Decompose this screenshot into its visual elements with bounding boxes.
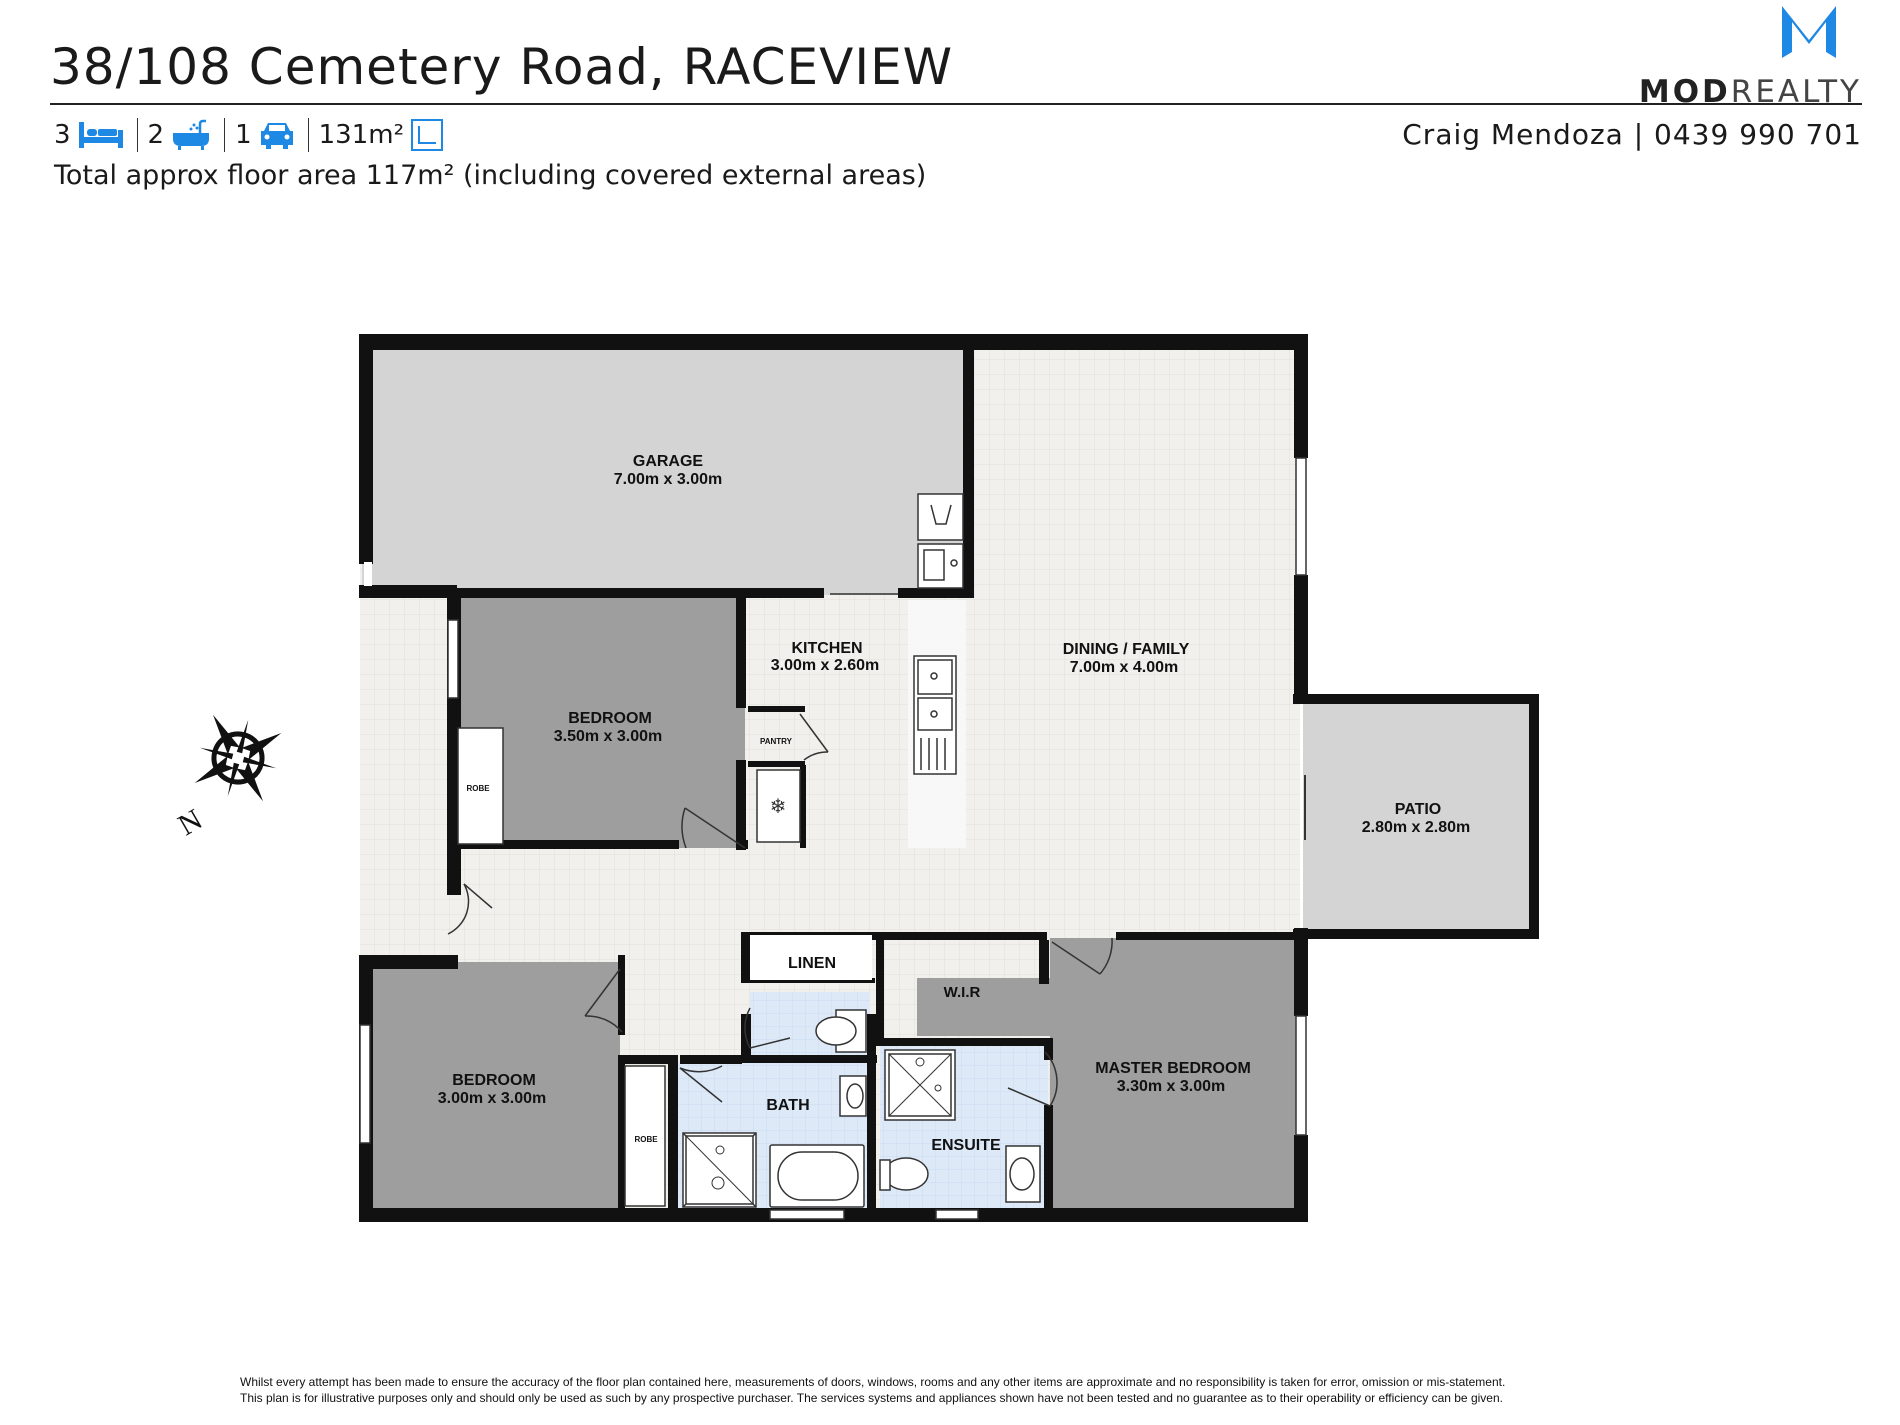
- dining-name: DINING / FAMILY: [1063, 641, 1190, 658]
- floor-area-note: Total approx floor area 117m² (including…: [54, 160, 927, 191]
- garage-name: GARAGE: [633, 453, 704, 470]
- bathrooms-count: 2: [147, 120, 165, 150]
- brand-logo: [1652, 0, 1862, 104]
- kitchen-sink: [913, 655, 957, 775]
- bedroom2-label: BEDROOM 3.00m x 3.00m: [438, 1072, 547, 1107]
- property-title: 38/108 Cemetery Road, RACEVIEW: [50, 38, 954, 96]
- land-area: 131m²: [318, 120, 405, 150]
- bath-icon: [170, 119, 212, 151]
- pantry-label: PANTRY: [760, 737, 793, 746]
- disclaimer-line1: Whilst every attempt has been made to en…: [240, 1375, 1506, 1389]
- robe2-label: ROBE: [634, 1135, 658, 1144]
- property-stats: 3 2 1 131m²: [54, 115, 444, 155]
- brand-wordmark: MODREALTY: [1638, 74, 1862, 110]
- agent-contact: Craig Mendoza | 0439 990 701: [1402, 118, 1862, 151]
- stats-separator: [224, 118, 226, 152]
- ensuite-label: ENSUITE: [931, 1137, 1001, 1154]
- disclaimer-line2: This plan is for illustrative purposes o…: [240, 1391, 1503, 1405]
- garage-floor: [362, 342, 972, 595]
- robe1-closet: [457, 727, 504, 845]
- car-spaces-count: 1: [235, 120, 252, 150]
- windows: [359, 457, 1307, 1220]
- patio-label: PATIO 2.80m x 2.80m: [1362, 801, 1471, 836]
- garage-size: 7.00m x 3.00m: [614, 471, 723, 488]
- shower-lines: [685, 1053, 952, 1205]
- garage-door-gap: [364, 562, 372, 586]
- disclaimer: Whilst every attempt has been made to en…: [240, 1374, 1680, 1406]
- linen-label: LINEN: [788, 955, 836, 972]
- walls: [359, 334, 1539, 1222]
- bedroom2-name: BEDROOM: [452, 1072, 536, 1089]
- wir-label: W.I.R: [944, 984, 981, 1001]
- snowflake-icon: ❄: [770, 796, 787, 818]
- wir-floor: [917, 978, 1060, 1036]
- robe1-label: ROBE: [466, 784, 490, 793]
- stats-separator: [136, 118, 138, 152]
- land-area-icon: [410, 118, 444, 152]
- patio-size: 2.80m x 2.80m: [1362, 819, 1471, 836]
- kitchen-size: 3.00m x 2.60m: [771, 657, 880, 674]
- drain-icons: [711, 1057, 942, 1190]
- bed-icon: [77, 120, 125, 150]
- bedrooms-count: 3: [54, 120, 71, 150]
- kitchen-name: KITCHEN: [791, 640, 862, 657]
- patio-name: PATIO: [1395, 801, 1442, 818]
- bath-label: BATH: [766, 1097, 809, 1114]
- doors: [447, 593, 1306, 1107]
- master-label: MASTER BEDROOM 3.30m x 3.00m: [1095, 1060, 1251, 1095]
- bedroom2-floor: [370, 962, 620, 1208]
- fridge: [756, 769, 801, 843]
- bedroom1-name: BEDROOM: [568, 710, 652, 727]
- bedroom1-size: 3.50m x 3.00m: [554, 728, 663, 745]
- dining-size: 7.00m x 4.00m: [1070, 659, 1179, 676]
- linen-cupboard: [750, 935, 872, 980]
- master-size: 3.30m x 3.00m: [1117, 1078, 1226, 1095]
- kitchen-label: KITCHEN 3.00m x 2.60m: [771, 640, 880, 674]
- master-floor: [1050, 938, 1300, 1208]
- header-divider: [50, 103, 1862, 105]
- bedroom1-label: BEDROOM 3.50m x 3.00m: [554, 710, 663, 745]
- robe2-closet: [624, 1065, 666, 1207]
- garage-label: GARAGE 7.00m x 3.00m: [614, 453, 723, 488]
- bedroom2-size: 3.00m x 3.00m: [438, 1090, 547, 1107]
- logo-mark-icon: [1782, 6, 1836, 58]
- stats-separator: [307, 118, 309, 152]
- patio-floor: [1303, 700, 1535, 930]
- compass-rose-icon: [194, 714, 282, 802]
- dining-label: DINING / FAMILY 7.00m x 4.00m: [1063, 641, 1190, 676]
- compass-north-label: N: [173, 803, 208, 842]
- car-icon: [258, 119, 296, 151]
- laundry-fixtures: [917, 493, 964, 589]
- master-name: MASTER BEDROOM: [1095, 1060, 1251, 1077]
